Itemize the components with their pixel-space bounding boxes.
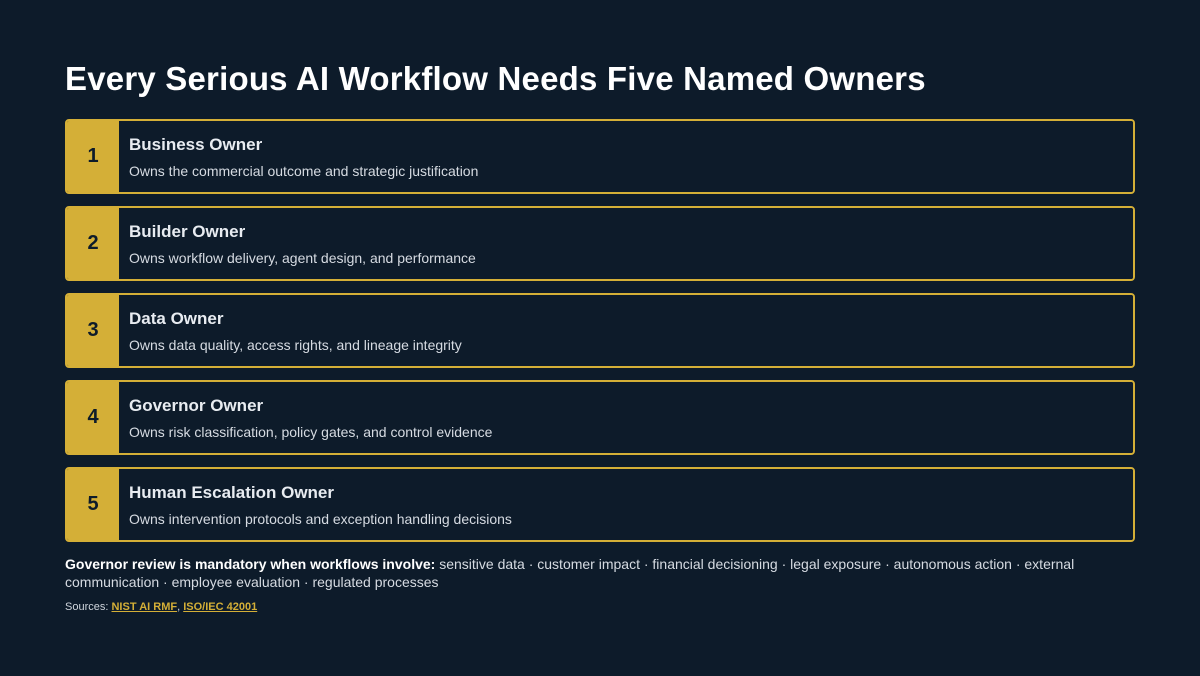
- owner-card-builder: 2 Builder Owner Owns workflow delivery, …: [65, 206, 1135, 281]
- owner-description: Owns intervention protocols and exceptio…: [129, 511, 512, 527]
- source-link-iso[interactable]: ISO/IEC 42001: [183, 601, 258, 613]
- owner-number: 2: [67, 208, 119, 279]
- owner-name: Governor Owner: [129, 396, 264, 415]
- source-link-nist[interactable]: NIST AI RMF: [111, 601, 178, 613]
- owner-card-governor: 4 Governor Owner Owns risk classificatio…: [65, 380, 1135, 455]
- owner-body: Governor Owner Owns risk classification,…: [119, 382, 1133, 453]
- owner-card-business: 1 Business Owner Owns the commercial out…: [65, 119, 1135, 194]
- governor-note-lead: Governor review is mandatory when workfl…: [65, 556, 436, 572]
- owner-name: Data Owner: [129, 309, 224, 328]
- owner-description: Owns risk classification, policy gates, …: [129, 424, 493, 440]
- sources-separator: ,: [177, 601, 181, 613]
- owner-card-data: 3 Data Owner Owns data quality, access r…: [65, 293, 1135, 368]
- owner-name: Business Owner: [129, 135, 263, 154]
- owner-number: 1: [67, 121, 119, 192]
- page-title: Every Serious AI Workflow Needs Five Nam…: [65, 60, 926, 97]
- owner-description: Owns the commercial outcome and strategi…: [129, 163, 479, 179]
- owner-number: 3: [67, 295, 119, 366]
- owners-list: 1 Business Owner Owns the commercial out…: [65, 119, 1135, 554]
- sources-line: Sources: NIST AI RMF, ISO/IEC 42001: [65, 601, 257, 613]
- owner-description: Owns workflow delivery, agent design, an…: [129, 250, 476, 266]
- governor-review-note: Governor review is mandatory when workfl…: [65, 555, 1125, 591]
- owner-description: Owns data quality, access rights, and li…: [129, 337, 462, 353]
- owner-card-human-escalation: 5 Human Escalation Owner Owns interventi…: [65, 467, 1135, 542]
- owner-body: Data Owner Owns data quality, access rig…: [119, 295, 1133, 366]
- owner-body: Human Escalation Owner Owns intervention…: [119, 469, 1133, 540]
- sources-label: Sources:: [65, 601, 109, 613]
- owner-number: 4: [67, 382, 119, 453]
- owner-body: Builder Owner Owns workflow delivery, ag…: [119, 208, 1133, 279]
- owner-name: Human Escalation Owner: [129, 483, 334, 502]
- governor-note-items: sensitive data · customer impact · finan…: [65, 556, 1075, 590]
- owner-name: Builder Owner: [129, 222, 246, 241]
- owner-number: 5: [67, 469, 119, 540]
- owner-body: Business Owner Owns the commercial outco…: [119, 121, 1133, 192]
